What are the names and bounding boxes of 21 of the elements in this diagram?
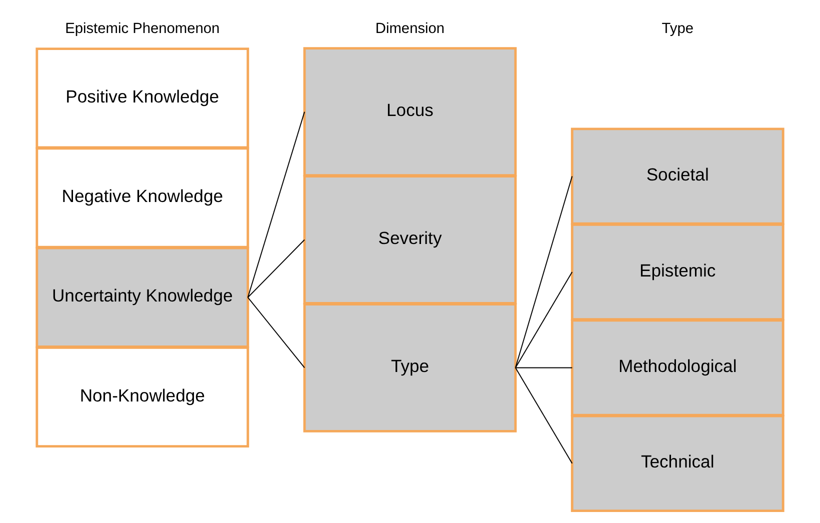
node-box: Negative Knowledge [36,147,250,248]
connector [247,296,305,368]
label: Type [662,21,694,38]
node-box: Technical [570,414,784,512]
node-box: Severity [303,175,517,304]
node-box: Non-Knowledge [36,346,250,448]
connector [515,367,573,368]
label: Dimension [375,21,445,38]
label: Epistemic Phenomenon [65,21,220,38]
connector [515,176,573,368]
connector [247,239,305,298]
node-box: Epistemic [570,223,784,321]
connector [515,367,573,464]
node-box: Locus [303,47,517,177]
node-box: Uncertainty Knowledge [36,246,250,348]
node-box: Methodological [570,319,784,416]
node-box: Societal [570,128,784,225]
connector [247,111,305,298]
node-box: Type [303,303,517,432]
connector [515,272,573,368]
node-box: Positive Knowledge [36,48,250,149]
